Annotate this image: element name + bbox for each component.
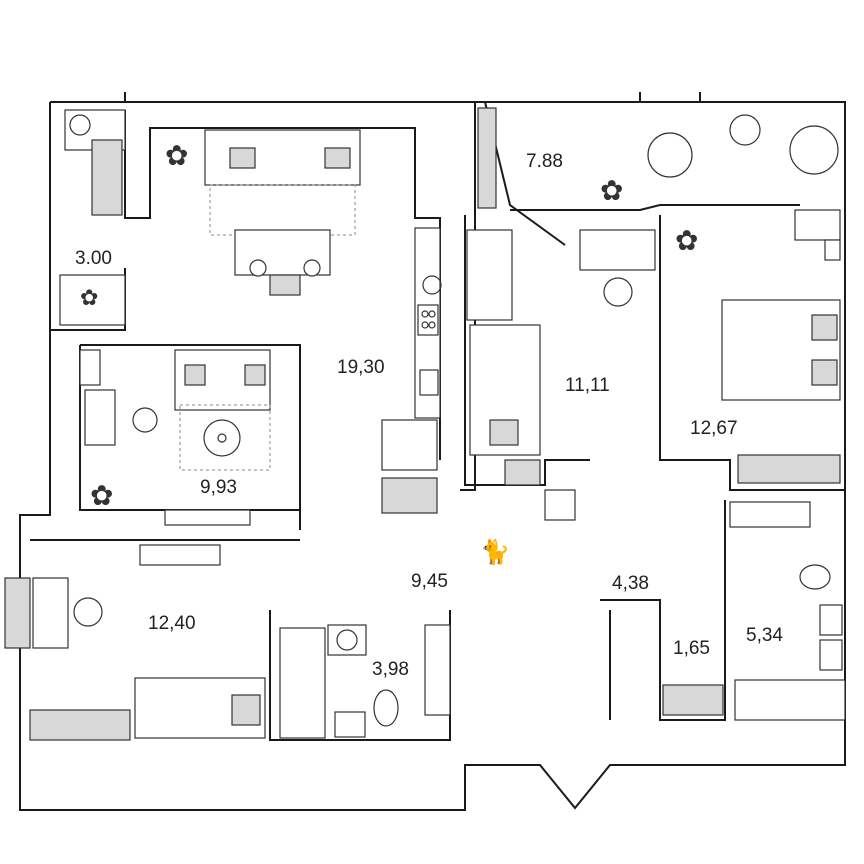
bathroom-small-furniture [279,624,451,739]
room-area-bedroom-left: 12,40 [148,613,196,634]
room-area-bedroom-right: 12,67 [690,418,738,439]
room-area-bathroom-small: 3,98 [372,659,409,680]
room-area-corridor: 4,38 [612,573,649,594]
living-furniture: ✿ [165,129,361,296]
cat-icon: 🐈 [480,538,510,566]
bedroom-middle-furniture [466,229,656,486]
room-labels: 3.00 19,30 7.88 11,11 12,67 9,93 9,45 4,… [75,151,783,680]
room-area-bathroom-large: 5,34 [746,625,783,646]
room-area-loggia-left: 3.00 [75,248,112,269]
room-area-loggia-top: 7.88 [526,151,563,172]
room-area-hall: 9,45 [411,571,448,592]
bedroom-right-furniture: ✿ [675,209,841,484]
room-area-living-kitchen: 19,30 [337,357,385,378]
plant-icon: ✿ [165,141,188,172]
plant-icon: ✿ [675,226,698,257]
bathroom-large-furniture [662,501,846,721]
plant-icon: ✿ [600,176,623,207]
room-area-study: 9,93 [200,477,237,498]
loggia-left-furniture: ✿ [59,109,126,326]
room-area-bedroom-middle: 11,11 [565,375,610,396]
plant-icon: ✿ [80,285,98,310]
loggia-top-furniture: ✿ [477,107,839,209]
study-furniture: ✿ [79,349,271,526]
plant-icon: ✿ [90,481,113,512]
bedroom-left-furniture [4,544,266,741]
kitchen-unit [414,227,442,419]
room-area-wardrobe: 1,65 [673,638,710,659]
hall-storage: 🐈 [381,419,576,566]
